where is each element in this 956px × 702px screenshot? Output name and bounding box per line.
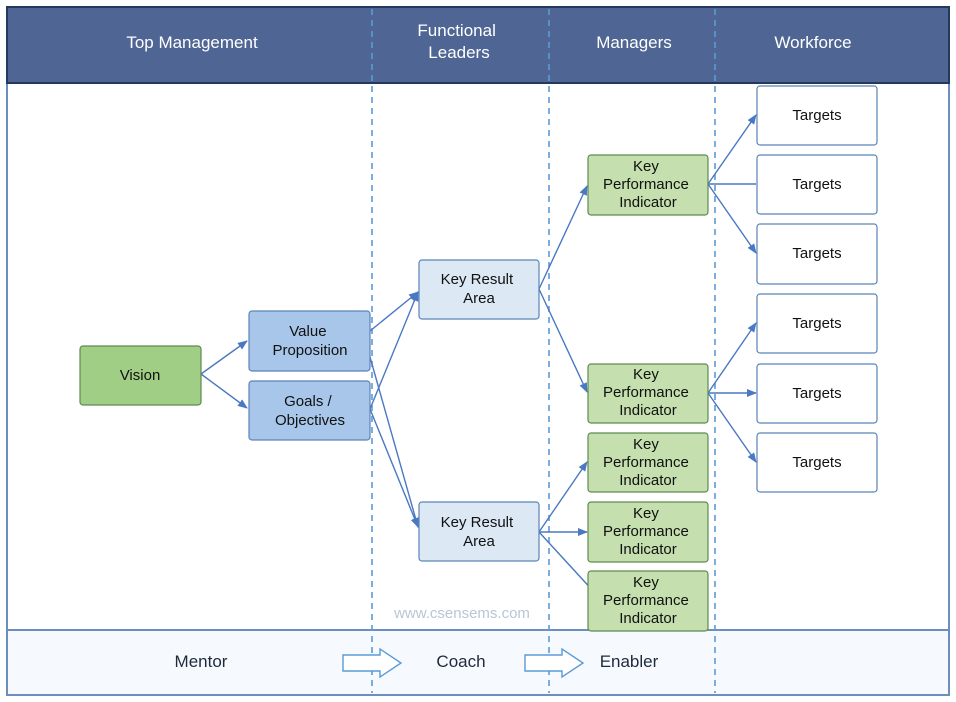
- footer-enabler: Enabler: [600, 652, 659, 671]
- vision-label: Vision: [120, 367, 161, 384]
- header-top-management: Top Management: [126, 33, 258, 52]
- connector: [369, 408, 419, 528]
- target-label: Targets: [792, 176, 841, 193]
- kpi-node: Key Performance Indicator: [587, 501, 709, 563]
- connector: [369, 291, 419, 410]
- header-label-line: Top Management: [126, 33, 258, 52]
- key-result-area-node: Key Result Area: [418, 501, 540, 562]
- footer-coach: Coach: [436, 652, 485, 671]
- header-band: [6, 6, 950, 84]
- connector: [707, 114, 757, 185]
- connector: [538, 288, 588, 393]
- target-node: Targets: [756, 223, 878, 285]
- column-dividers: [371, 9, 716, 693]
- key-result-area-node: Key Result Area: [418, 259, 540, 320]
- connector: [369, 291, 419, 332]
- header-label-line: Leaders: [428, 43, 489, 62]
- connector: [369, 356, 420, 528]
- target-node: Targets: [756, 293, 878, 354]
- connectors: [200, 114, 757, 594]
- connector: [538, 185, 588, 290]
- kpi-node: Key Performance Indicator: [587, 570, 709, 632]
- header-workforce: Workforce: [774, 33, 851, 52]
- goals-objectives-node: Goals / Objectives: [248, 380, 371, 441]
- connector: [200, 373, 248, 409]
- coach-to-enabler-arrow: [524, 647, 585, 679]
- kpi-label: Key Performance Indicator: [603, 366, 693, 419]
- connector: [200, 340, 248, 375]
- kpi-label: Key Performance Indicator: [603, 574, 693, 627]
- vision-node: Vision: [79, 345, 202, 406]
- key-result-area-label: Key Result Area: [441, 514, 518, 550]
- watermark-text: www.csensems.com: [393, 605, 530, 622]
- target-node: Targets: [756, 154, 878, 215]
- kpi-node: Key Performance Indicator: [587, 363, 709, 424]
- kpi-label: Key Performance Indicator: [603, 436, 693, 489]
- kpi-node: Key Performance Indicator: [587, 154, 709, 216]
- header-functional-leaders: Functional Leaders: [417, 21, 500, 62]
- kpi-label: Key Performance Indicator: [603, 158, 693, 211]
- header-label-line: Functional: [417, 21, 495, 40]
- connector: [707, 392, 757, 463]
- connector: [538, 531, 596, 594]
- target-node: Targets: [756, 432, 878, 493]
- mentor-to-coach-arrow: [342, 647, 403, 679]
- kpi-node: Key Performance Indicator: [587, 432, 709, 493]
- kpi-label: Key Performance Indicator: [603, 505, 693, 558]
- goals-objectives-label: Goals / Objectives: [275, 393, 345, 429]
- target-label: Targets: [792, 245, 841, 262]
- target-label: Targets: [792, 385, 841, 402]
- header-label-line: Managers: [596, 33, 672, 52]
- target-node: Targets: [756, 85, 878, 146]
- footer-mentor: Mentor: [175, 652, 228, 671]
- value-proposition-label: Value Proposition: [272, 323, 347, 359]
- footer-band: [6, 629, 950, 696]
- value-proposition-node: Value Proposition: [248, 310, 371, 372]
- key-result-area-label: Key Result Area: [441, 271, 518, 307]
- connector: [707, 322, 757, 394]
- connector: [538, 461, 588, 533]
- target-node: Targets: [756, 363, 878, 424]
- target-label: Targets: [792, 454, 841, 471]
- connector: [707, 183, 757, 254]
- target-label: Targets: [792, 315, 841, 332]
- header-label-line: Workforce: [774, 33, 851, 52]
- header-managers: Managers: [596, 33, 672, 52]
- target-label: Targets: [792, 107, 841, 124]
